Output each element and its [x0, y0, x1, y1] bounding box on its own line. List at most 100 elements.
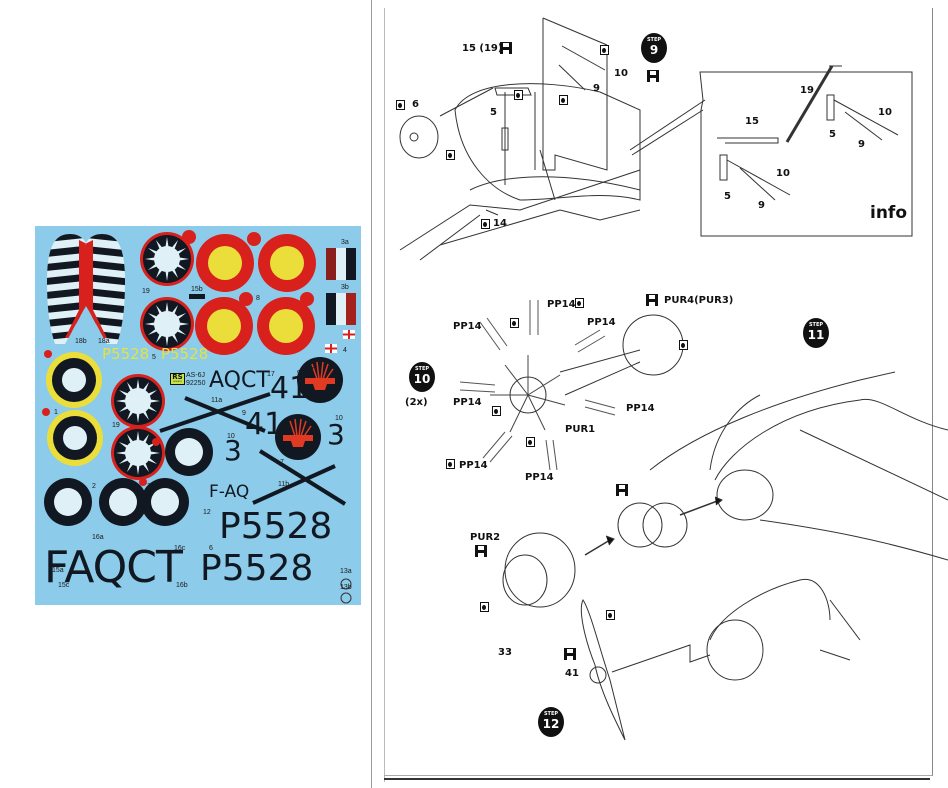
info-part-10-b: 10: [776, 168, 790, 179]
label-19-b: 19: [112, 422, 120, 429]
roundel-blue-3: [99, 478, 147, 526]
info-part-9-a: 9: [858, 139, 865, 150]
roundel-spanish-3: [195, 297, 253, 355]
paint-drop-icon: [480, 602, 489, 612]
info-part-19: 19: [800, 85, 814, 96]
paint-drop-icon: [600, 45, 609, 55]
sun-ray: [118, 442, 129, 449]
sun-ray: [142, 462, 149, 473]
flag-3b: [326, 293, 356, 325]
part-pp14-bottom-left: PP14: [459, 460, 488, 471]
sun-ray: [178, 322, 189, 326]
yellow-serial-1: P5528: [102, 345, 150, 363]
sun-ray: [171, 333, 178, 344]
falange-emblem-2: [275, 414, 321, 460]
label-8: 8: [256, 295, 260, 302]
roundel-blue-1: [165, 428, 213, 476]
paint-drop-icon: [606, 610, 615, 620]
sun-ray: [165, 237, 169, 248]
sun-ray: [147, 457, 158, 464]
cross-11a: [159, 392, 271, 433]
sun-ray: [149, 399, 160, 403]
label-10-b: 10: [335, 415, 343, 422]
sun-ray: [136, 412, 140, 423]
flag-3a: [326, 248, 356, 280]
sun-ray: [127, 433, 134, 444]
label-17: 17: [267, 371, 275, 378]
page-inner-border: [384, 8, 385, 782]
sun-ray: [127, 462, 134, 473]
code-3-b: 3: [327, 418, 345, 451]
sun-ray: [147, 248, 158, 255]
roundel-blue-2: [44, 478, 92, 526]
label-7-b: 7: [280, 459, 284, 466]
part-pp14-top-left: PP14: [453, 321, 482, 332]
label-16a: 16a: [92, 534, 104, 541]
label-13a: 13a: [340, 568, 352, 575]
sun-ray: [149, 451, 160, 455]
step-12-number: 12: [542, 717, 560, 731]
sun-ray: [171, 239, 178, 250]
label-9-b: 9: [242, 410, 246, 417]
label-18a: 18a: [98, 338, 110, 345]
label-3b: 3b: [341, 284, 349, 291]
sun-ray: [147, 390, 158, 397]
sun-ray: [142, 410, 149, 421]
paint-drop-icon: [492, 406, 501, 416]
decal-sheet: P5528 P5528 RS MODELS AS-6J 92250 AQCT 4…: [35, 226, 361, 605]
part-33: 33: [498, 647, 512, 658]
step-11-badge: STEP 11: [803, 318, 829, 348]
step-12-badge: STEP 12: [538, 707, 564, 737]
label-2-b: 2: [147, 483, 151, 490]
roundel-spanish-2: [258, 234, 316, 292]
label-15a: 15a: [52, 567, 64, 574]
sun-ray: [142, 381, 149, 392]
sun-ray: [136, 431, 140, 442]
logo-sub: MODELS: [173, 381, 182, 383]
label-13b: 13b: [340, 584, 352, 591]
step-12-word: STEP: [543, 711, 559, 717]
part-pp14-bottom: PP14: [525, 472, 554, 483]
roundel-blue-4: [141, 478, 189, 526]
sun-ray: [178, 257, 189, 261]
paint-drop-icon: [559, 95, 568, 105]
info-part-9-b: 9: [758, 200, 765, 211]
sun-ray: [118, 405, 129, 412]
part-9: 9: [593, 83, 600, 94]
code-41-a: 41: [270, 371, 309, 406]
part-5: 5: [490, 107, 497, 118]
sun-ray: [176, 328, 187, 335]
sun-ray: [116, 399, 127, 403]
sun-ray: [145, 257, 156, 261]
sun-ray: [176, 248, 187, 255]
sun-ray: [147, 328, 158, 335]
step-10-badge: STEP 10: [409, 362, 435, 392]
paint-drop-icon: [679, 340, 688, 350]
info-title: info: [870, 203, 908, 223]
sun-ray: [171, 304, 178, 315]
sun-ray: [156, 268, 163, 279]
label-16c: 16c: [174, 545, 186, 552]
roundel-spanish-4: [257, 297, 315, 355]
label-9-a: 9: [297, 370, 301, 377]
step-9-word: STEP: [646, 37, 662, 43]
sun-ray: [156, 239, 163, 250]
part-pp14-top: PP14: [547, 299, 576, 310]
sun-ray: [165, 335, 169, 346]
label-2-a: 2: [92, 483, 96, 490]
label-11b: 11b: [278, 481, 290, 488]
logo-brand: RS: [172, 373, 183, 381]
paint-drop-icon: [514, 90, 523, 100]
paint-drop-icon: [481, 219, 490, 229]
step-10-multiplier: (2x): [405, 397, 428, 408]
sun-ray: [136, 464, 140, 475]
code-3-a: 3: [224, 434, 242, 467]
part-41: 41: [565, 668, 579, 679]
part-pur4-pur3: PUR4(PUR3): [664, 295, 734, 306]
sun-ray: [127, 381, 134, 392]
code-41-b: 41: [245, 407, 284, 442]
page-left-edge: [371, 0, 372, 788]
instruction-frame: [384, 8, 933, 776]
sun-ray: [147, 313, 158, 320]
label-1: 1: [54, 409, 58, 416]
